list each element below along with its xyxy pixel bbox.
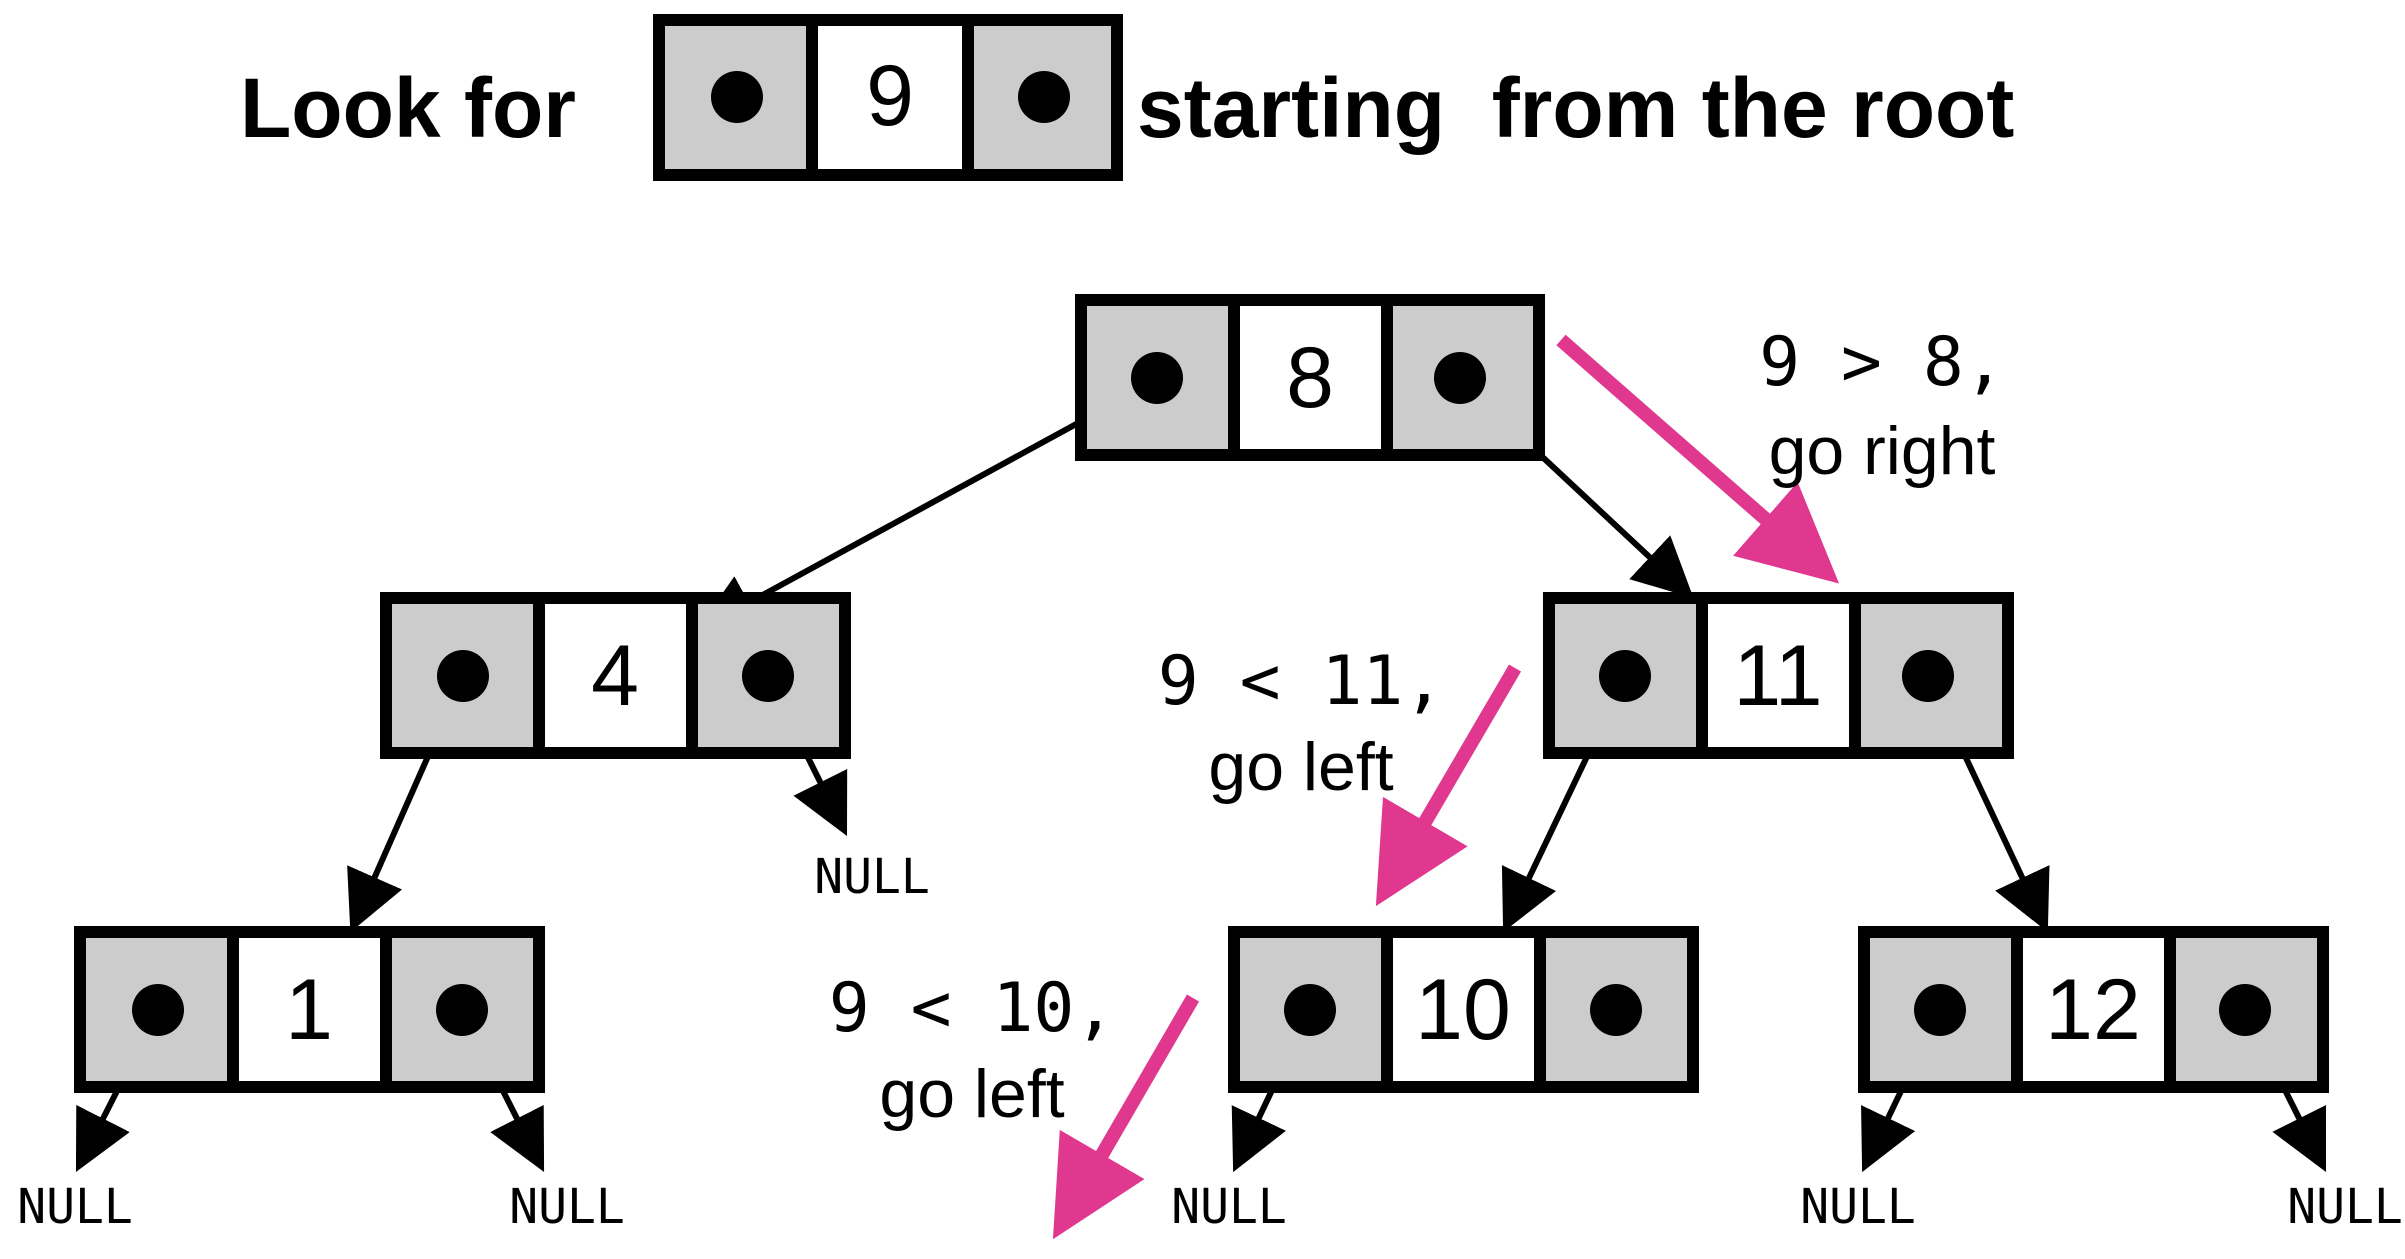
- node-10-right-pointer-dot: [1590, 984, 1642, 1036]
- annotation-step1-comparison: 9 > 8,: [1759, 323, 2005, 402]
- node-11-left-pointer-dot: [1599, 650, 1651, 702]
- node-4-key: 4: [591, 628, 639, 724]
- null-label-1-right: NULL: [509, 1179, 625, 1235]
- annotation-step1-action: go right: [1769, 413, 1996, 489]
- node-4-left-pointer-dot: [437, 650, 489, 702]
- target-node: 9: [653, 14, 1123, 181]
- search-arrow-step2: [1375, 664, 1522, 907]
- node-8-left-pointer-dot: [1131, 352, 1183, 404]
- annotations: 9 > 8, go right 9 < 11, go left 9 < 10, …: [829, 323, 2005, 1132]
- node-12-right-pointer-dot: [2219, 984, 2271, 1036]
- target-left-pointer-cell: [653, 14, 818, 181]
- null-labels: NULL NULL NULL NULL NULL NULL: [17, 849, 2403, 1235]
- null-label-1-left: NULL: [17, 1179, 133, 1235]
- node-12-key: 12: [2045, 962, 2141, 1058]
- node-11-key: 11: [1733, 628, 1822, 724]
- node-10-left-pointer-dot: [1284, 984, 1336, 1036]
- search-arrow-step3: [1052, 994, 1200, 1240]
- node-1-right-pointer-dot: [436, 984, 488, 1036]
- node-10-key-cell: [1381, 926, 1546, 1093]
- tree-node-8: 8: [1075, 294, 1545, 461]
- node-12-left-pointer-cell: [1858, 926, 2023, 1093]
- node-12-left-pointer-dot: [1914, 984, 1966, 1036]
- tree-nodes: 8 4 11 1: [74, 294, 2329, 1093]
- tree-node-4: 4: [380, 592, 851, 759]
- node-4-right-pointer-dot: [742, 650, 794, 702]
- node-10-key: 10: [1415, 962, 1511, 1058]
- node-8-key-cell: [1228, 294, 1393, 461]
- annotation-step2-comparison: 9 < 11,: [1158, 642, 1445, 721]
- null-label-4-right: NULL: [814, 849, 930, 905]
- node-8-key: 8: [1286, 330, 1334, 426]
- node-11-key-cell: [1696, 592, 1861, 759]
- target-key-cell: [806, 14, 974, 181]
- annotation-step2-action: go left: [1208, 729, 1393, 805]
- node-8-right-pointer-cell: [1381, 294, 1545, 461]
- target-key: 9: [866, 48, 914, 144]
- tree-node-10: 10: [1228, 926, 1699, 1093]
- annotation-step3-action: go left: [879, 1056, 1064, 1132]
- null-label-12-left: NULL: [1800, 1179, 1916, 1235]
- search-arrow-step1: [1556, 334, 1840, 584]
- header-suffix: starting from the root: [1137, 61, 2014, 155]
- node-1-key: 1: [285, 962, 333, 1058]
- node-1-left-pointer-dot: [132, 984, 184, 1036]
- header-prefix: Look for: [240, 61, 576, 155]
- search-path: [1052, 334, 1840, 1240]
- tree-node-1: 1: [74, 926, 545, 1093]
- null-label-12-right: NULL: [2287, 1179, 2403, 1235]
- tree-node-12: 12: [1858, 926, 2329, 1093]
- node-11-right-pointer-dot: [1902, 650, 1954, 702]
- header: Look for 9 starting from the root: [240, 14, 2014, 181]
- target-right-pointer-dot: [1018, 71, 1070, 123]
- annotation-step3-comparison: 9 < 10,: [829, 969, 1116, 1048]
- node-8-right-pointer-dot: [1434, 352, 1486, 404]
- tree-node-11: 11: [1543, 592, 2014, 759]
- null-label-10-left: NULL: [1171, 1179, 1287, 1235]
- target-left-pointer-dot: [711, 71, 763, 123]
